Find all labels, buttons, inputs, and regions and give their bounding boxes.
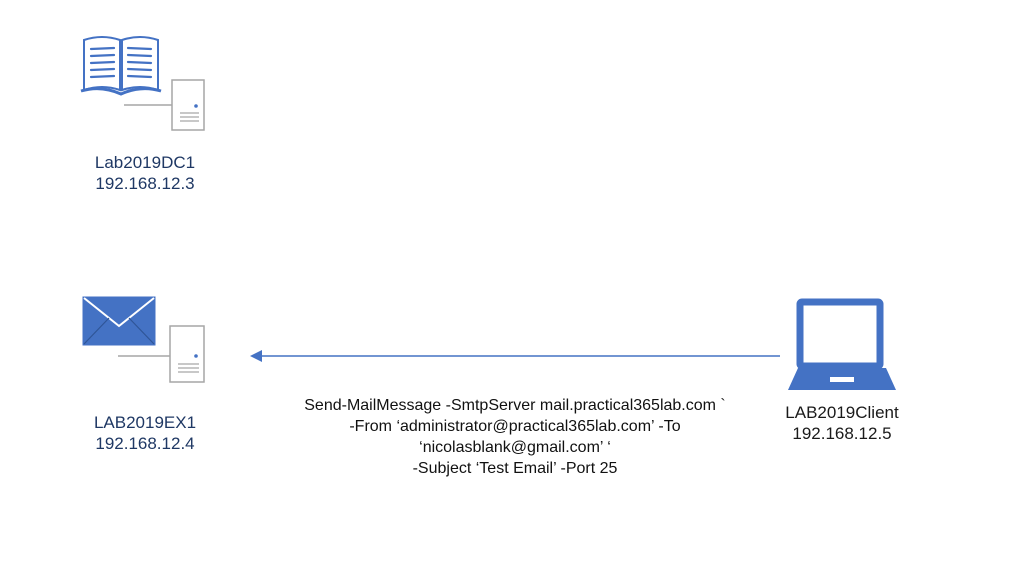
client-name: LAB2019Client — [785, 403, 899, 422]
ex-ip: 192.168.12.4 — [95, 434, 195, 453]
server-icon — [118, 325, 205, 383]
envelope-icon — [82, 296, 156, 346]
book-icon — [80, 36, 162, 96]
server-icon — [124, 79, 205, 131]
dc-node-label: Lab2019DC1 192.168.12.3 — [80, 152, 210, 194]
command-text: Send-MailMessage -SmtpServer mail.practi… — [270, 395, 760, 479]
arrow-connector — [250, 350, 780, 362]
command-line: -Subject ‘Test Email’ -Port 25 — [412, 460, 618, 477]
dc-ip: 192.168.12.3 — [95, 174, 195, 193]
ex-name: LAB2019EX1 — [93, 413, 197, 432]
ex-node-label: LAB2019EX1 192.168.12.4 — [80, 412, 210, 454]
client-ip: 192.168.12.5 — [792, 424, 892, 443]
laptop-icon — [788, 298, 896, 390]
client-node-label: LAB2019Client 192.168.12.5 — [772, 402, 912, 444]
dc-name: Lab2019DC1 — [94, 153, 196, 172]
command-line: Send-MailMessage -SmtpServer mail.practi… — [304, 397, 726, 414]
command-line: ‘nicolasblank@gmail.com’ ‘ — [419, 439, 611, 456]
command-line: -From ‘administrator@practical365lab.com… — [349, 418, 681, 435]
